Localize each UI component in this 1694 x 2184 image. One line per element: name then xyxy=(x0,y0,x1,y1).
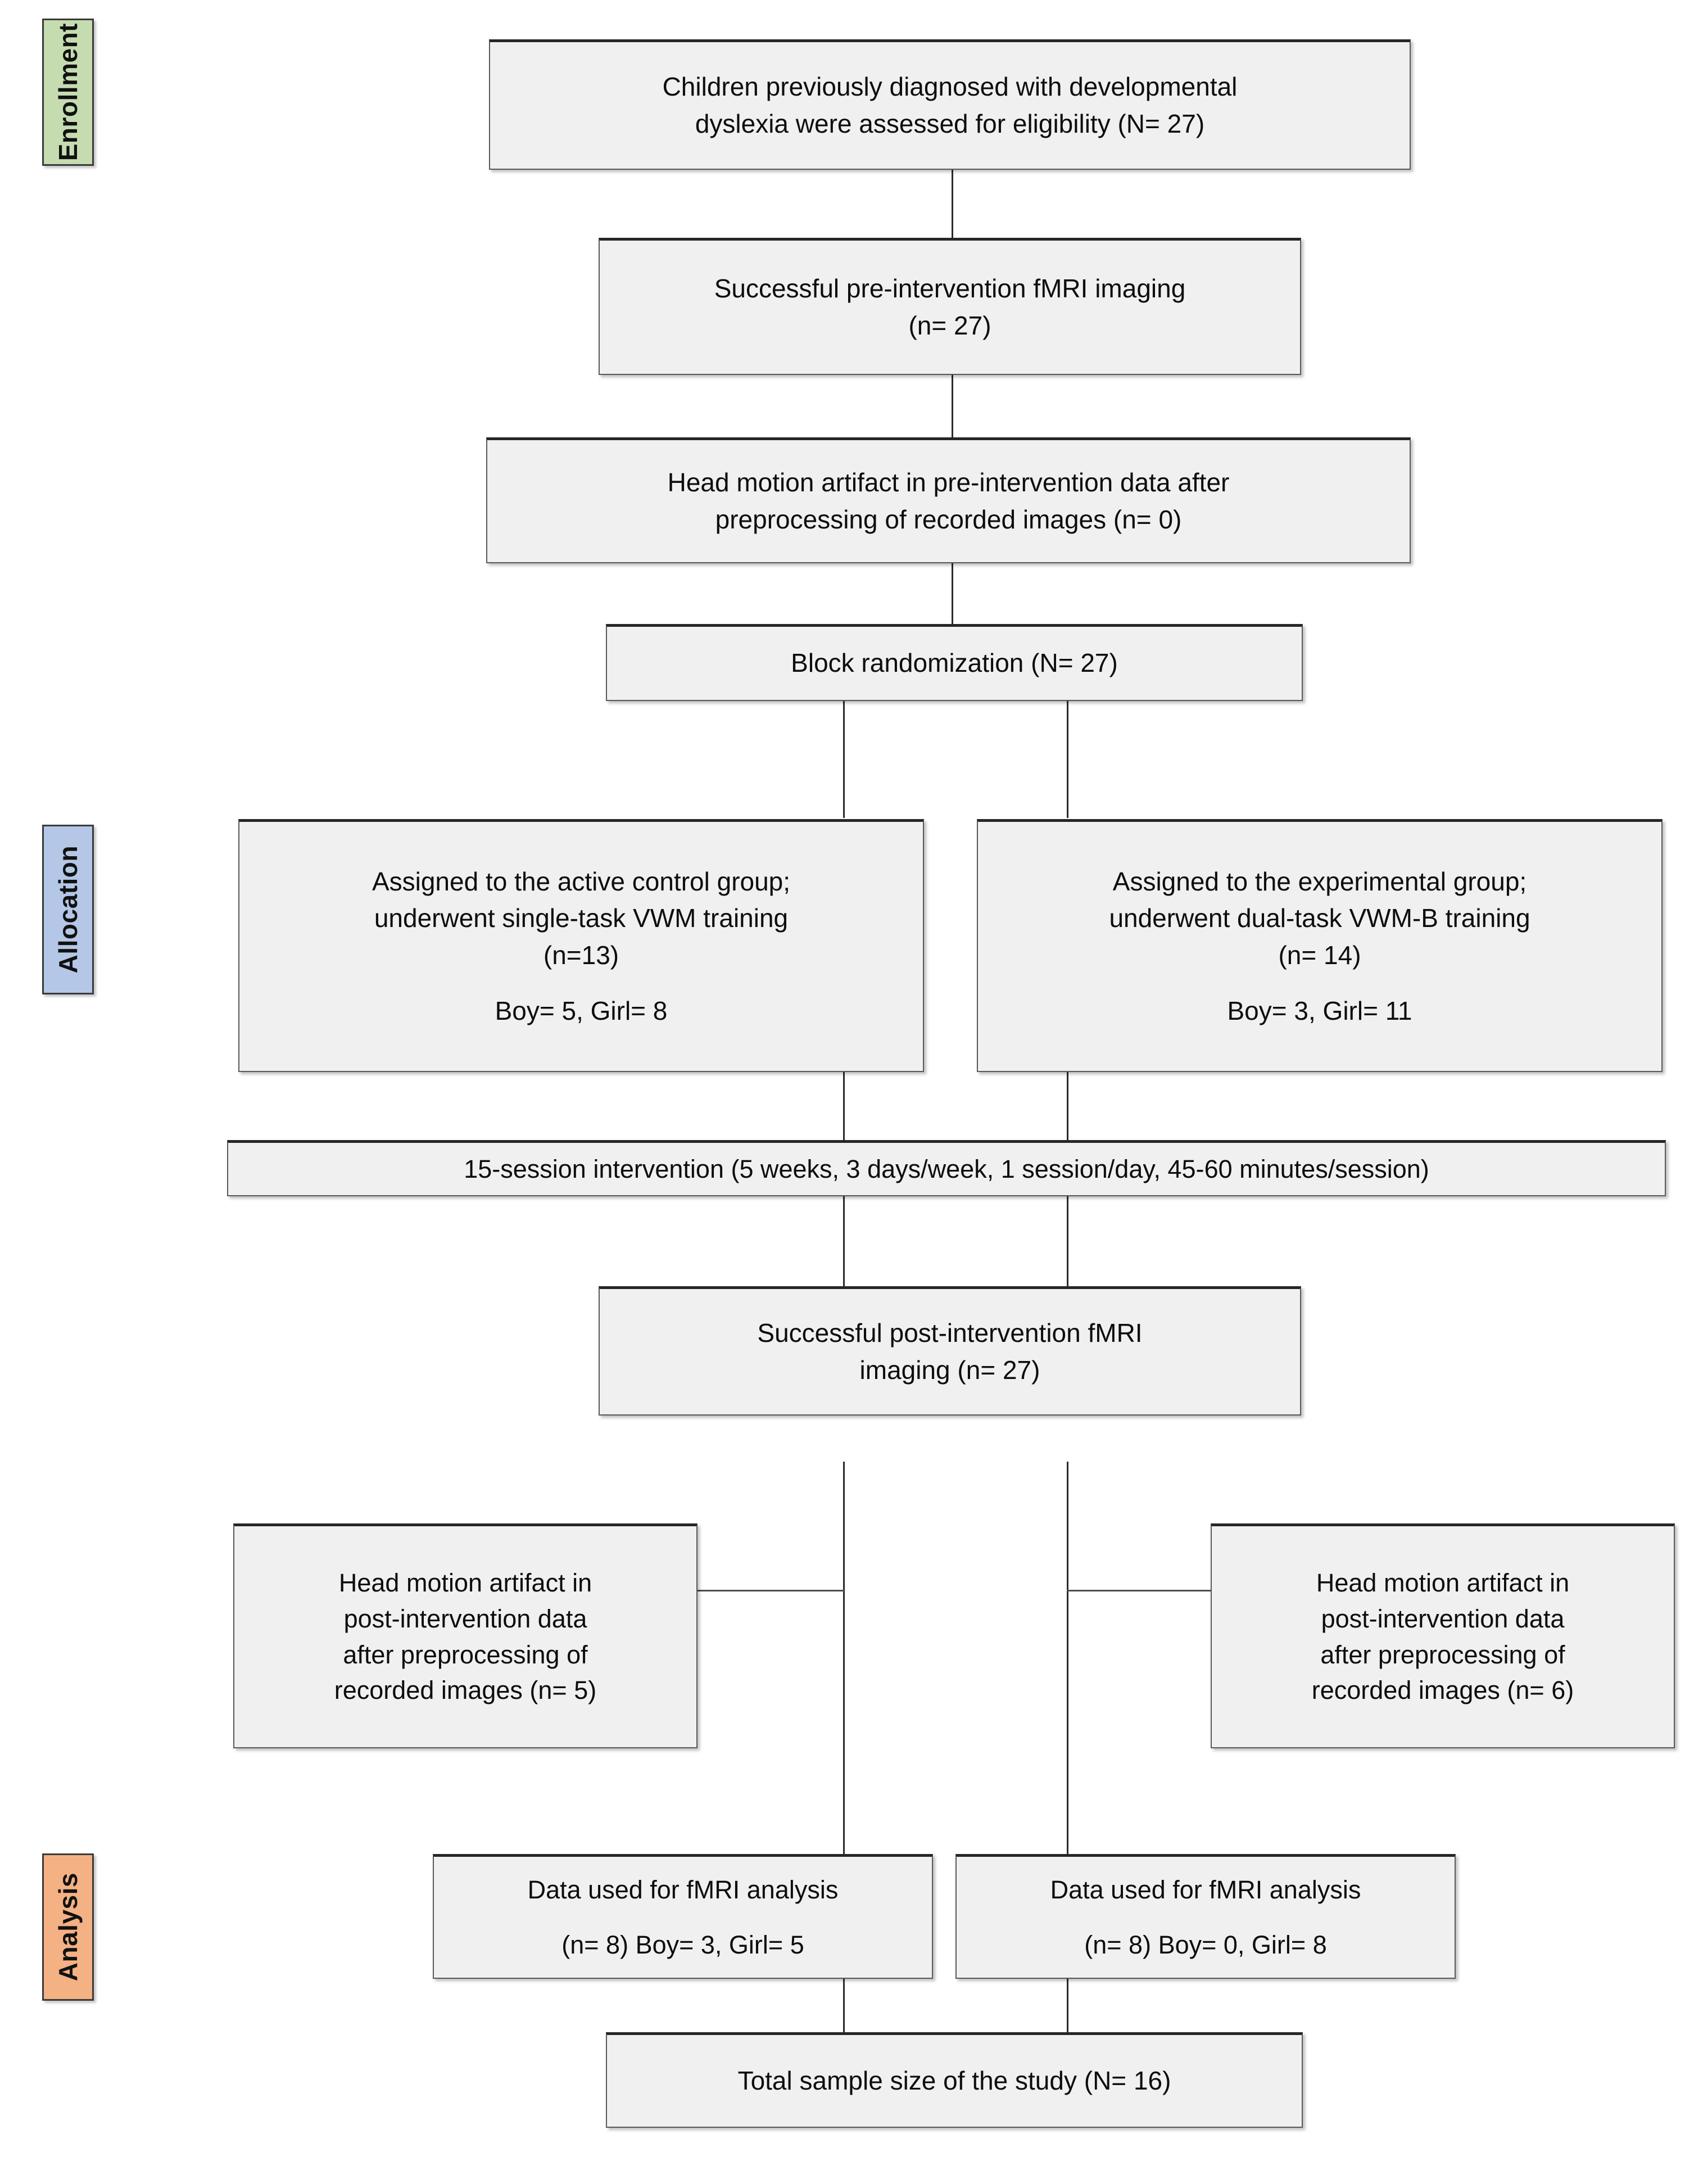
phase-label-allocation: Allocation xyxy=(42,825,94,994)
phase-label-enrollment: Enrollment xyxy=(42,19,94,166)
box-experimental-group-line-3: (n= 14) xyxy=(1278,940,1361,970)
box-post-motion-left-line-3: after preprocessing of xyxy=(343,1640,588,1669)
box-post-intervention-fmri: Successful post-intervention fMRI imagin… xyxy=(599,1286,1301,1416)
box-total-sample-size: Total sample size of the study (N= 16) xyxy=(606,2032,1303,2128)
box-post-intervention-fmri-line-2: imaging (n= 27) xyxy=(859,1355,1040,1385)
connector-intervention-to-post-fmri-right xyxy=(1067,1195,1068,1287)
box-analysis-left: Data used for fMRI analysis (n= 8) Boy= … xyxy=(433,1854,933,1979)
box-post-motion-right-line-1: Head motion artifact in xyxy=(1316,1568,1570,1597)
box-active-control-group-line-2: underwent single-task VWM training xyxy=(374,903,789,933)
connector-randomization-to-control xyxy=(843,700,845,818)
phase-label-analysis: Analysis xyxy=(42,1853,94,2001)
box-post-motion-right-line-3: after preprocessing of xyxy=(1320,1640,1565,1669)
connector-experimental-to-intervention xyxy=(1067,1071,1068,1141)
box-experimental-group-line-2: underwent dual-task VWM-B training xyxy=(1109,903,1530,933)
connector-analysis-right-to-total xyxy=(1067,1942,1068,2032)
connector-post-fmri-to-analysis-right xyxy=(1067,1462,1068,1855)
box-analysis-right-line-1: Data used for fMRI analysis xyxy=(1050,1875,1361,1904)
box-analysis-right-line-2: (n= 8) Boy= 0, Girl= 8 xyxy=(1084,1930,1327,1959)
box-block-randomization-line-1: Block randomization (N= 27) xyxy=(791,648,1118,678)
connector-intervention-to-post-fmri-left xyxy=(843,1195,845,1287)
box-pre-intervention-head-motion-line-2: preprocessing of recorded images (n= 0) xyxy=(715,504,1182,534)
phase-label-enrollment-text: Enrollment xyxy=(53,23,83,161)
box-analysis-left-line-1: Data used for fMRI analysis xyxy=(527,1875,839,1904)
box-experimental-group-line-4: Boy= 3, Girl= 11 xyxy=(1227,996,1412,1025)
connector-control-to-intervention xyxy=(843,1071,845,1141)
box-total-sample-size-line-1: Total sample size of the study (N= 16) xyxy=(737,2065,1171,2095)
connector-randomization-to-experimental xyxy=(1067,700,1068,818)
box-analysis-right: Data used for fMRI analysis (n= 8) Boy= … xyxy=(955,1854,1456,1979)
box-active-control-group-line-4: Boy= 5, Girl= 8 xyxy=(495,996,668,1025)
box-intervention-schedule: 15-session intervention (5 weeks, 3 days… xyxy=(227,1140,1666,1196)
box-post-motion-right-line-4: recorded images (n= 6) xyxy=(1311,1676,1574,1705)
box-experimental-group-line-1: Assigned to the experimental group; xyxy=(1112,866,1527,896)
box-block-randomization: Block randomization (N= 27) xyxy=(606,624,1303,701)
box-post-intervention-head-motion-left: Head motion artifact in post-interventio… xyxy=(233,1523,697,1748)
box-pre-intervention-fmri: Successful pre-intervention fMRI imaging… xyxy=(599,238,1301,375)
box-analysis-left-line-2: (n= 8) Boy= 3, Girl= 5 xyxy=(561,1930,804,1959)
connector-analysis-left-to-total xyxy=(843,1942,845,2032)
box-pre-intervention-head-motion: Head motion artifact in pre-intervention… xyxy=(486,437,1411,563)
box-post-intervention-fmri-line-1: Successful post-intervention fMRI xyxy=(757,1318,1143,1348)
box-experimental-group: Assigned to the experimental group; unde… xyxy=(977,819,1663,1072)
phase-label-analysis-text: Analysis xyxy=(53,1873,83,1982)
box-intervention-schedule-line-1: 15-session intervention (5 weeks, 3 days… xyxy=(464,1154,1429,1183)
box-eligibility: Children previously diagnosed with devel… xyxy=(489,39,1411,170)
connector-pre-fmri-to-pre-motion xyxy=(952,374,953,438)
box-pre-intervention-head-motion-line-1: Head motion artifact in pre-intervention… xyxy=(667,468,1230,498)
box-post-motion-left-line-4: recorded images (n= 5) xyxy=(334,1676,597,1705)
box-active-control-group-line-1: Assigned to the active control group; xyxy=(372,866,791,896)
connector-pre-motion-to-randomization xyxy=(952,562,953,624)
connector-post-fmri-to-analysis-left xyxy=(843,1462,845,1855)
box-eligibility-line-2: dyslexia were assessed for eligibility (… xyxy=(695,108,1205,138)
connector-branch-to-post-motion-left xyxy=(697,1590,844,1591)
connector-branch-to-post-motion-right xyxy=(1067,1590,1212,1591)
box-active-control-group-line-3: (n=13) xyxy=(543,940,619,970)
box-eligibility-line-1: Children previously diagnosed with devel… xyxy=(662,72,1238,102)
box-post-intervention-head-motion-right: Head motion artifact in post-interventio… xyxy=(1211,1523,1675,1748)
box-pre-intervention-fmri-line-2: (n= 27) xyxy=(908,310,991,340)
box-pre-intervention-fmri-line-1: Successful pre-intervention fMRI imaging xyxy=(714,274,1186,304)
phase-label-allocation-text: Allocation xyxy=(53,845,83,974)
box-active-control-group: Assigned to the active control group; un… xyxy=(238,819,924,1072)
box-post-motion-left-line-2: post-intervention data xyxy=(343,1604,587,1633)
box-post-motion-left-line-1: Head motion artifact in xyxy=(338,1568,592,1597)
box-post-motion-right-line-2: post-intervention data xyxy=(1321,1604,1565,1633)
connector-eligibility-to-pre-fmri xyxy=(952,169,953,239)
